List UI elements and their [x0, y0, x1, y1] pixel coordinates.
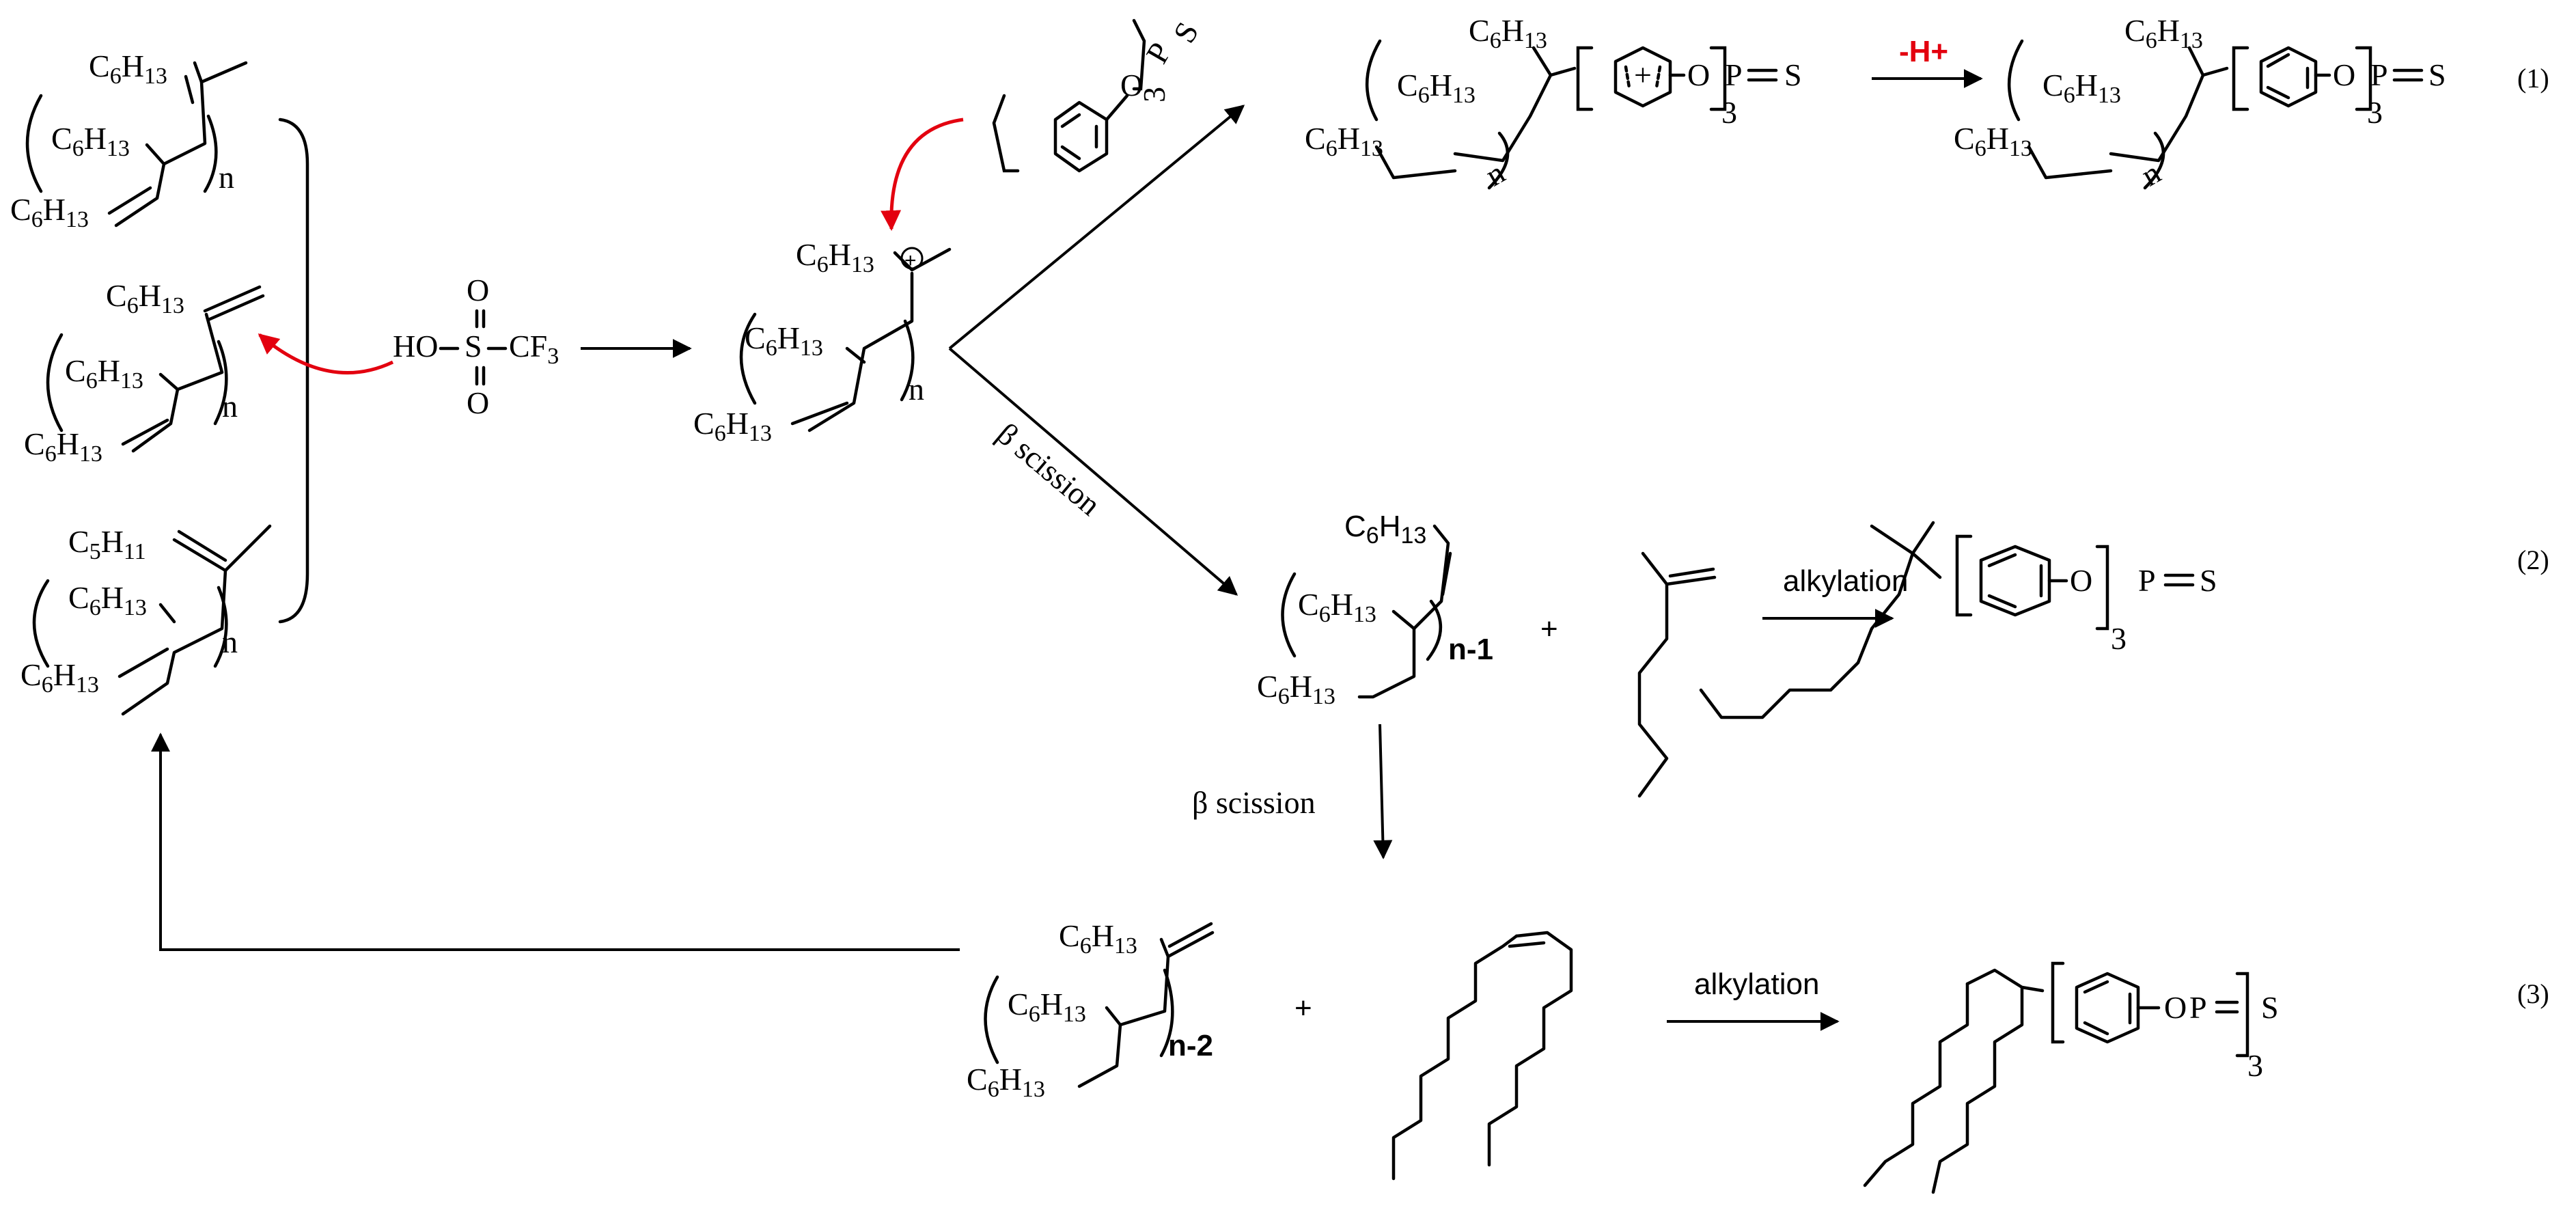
p-label: P — [1139, 36, 1178, 69]
o-label: O — [2333, 57, 2355, 92]
c6h13-label: C6H13 — [1954, 121, 2032, 161]
beta-scission-branch-arrow — [948, 347, 1238, 596]
o-label: O — [1687, 57, 1710, 92]
acid-o-label: O — [467, 273, 489, 307]
c6h13-label: C6H13 — [1257, 669, 1335, 709]
olefin-isomer-trisubstituted: C5H11 C6H13 n C6H13 — [20, 524, 272, 716]
alkylated-phosphorothioate-3: O 3 P S — [1863, 961, 2279, 1194]
c6h13-label: C6H13 — [51, 121, 130, 161]
repeat-n-label: n — [222, 624, 238, 659]
internal-hexadecene — [1391, 931, 1573, 1181]
c6h13-label: C6H13 — [1059, 918, 1137, 959]
s-label: S — [1784, 57, 1802, 92]
triphenyl-phosphorothioate: O 3 P S — [992, 16, 1205, 173]
alkylated-phosphorothioate-2: O 3 P S — [1699, 521, 2217, 719]
c6h13-label: C6H13 — [2042, 68, 2121, 108]
three-subscript: 3 — [2367, 95, 2383, 130]
olefin-n-minus-2: C6H13 C6H13 n-2 C6H13 — [967, 918, 1215, 1102]
benzene-ring-icon — [1979, 545, 2051, 617]
benzene-ring-icon — [2075, 972, 2140, 1044]
olefin-isomer-internal: C6H13 C6H13 n C6H13 — [10, 49, 248, 232]
c6h13-label: C6H13 — [2124, 13, 2203, 53]
alkylation-branch-arrow — [948, 105, 1245, 350]
olefin-n-minus-1: C6H13 C6H13 n-1 C6H13 — [1257, 510, 1493, 709]
alkylated-phosphorothioate-1: C6H13 C6H13 C6H13 n O P 3 S — [1954, 13, 2446, 193]
beta-scission-label-2: β scission — [1192, 785, 1316, 820]
benzene-ring-icon — [1053, 100, 1109, 173]
c6h13-label: C6H13 — [1298, 587, 1376, 627]
repeat-n-label: n — [909, 372, 924, 407]
c6h13-label: C6H13 — [1397, 68, 1476, 108]
c6h13-label: C6H13 — [1469, 13, 1547, 53]
o-label: O — [2070, 563, 2092, 598]
three-subscript: 3 — [1137, 87, 1172, 102]
olefin-isomer-terminal: C6H13 C6H13 n C6H13 — [24, 278, 265, 467]
c5h11-label: C5H11 — [68, 524, 146, 564]
carbocation-intermediate: C6H13 + C6H13 n C6H13 — [693, 237, 952, 446]
benzene-ring-icon — [1614, 46, 1672, 108]
p-label: P — [2370, 57, 2388, 92]
s-label: S — [2200, 563, 2217, 598]
p-label: P — [2138, 563, 2156, 598]
isomer-group-bracket — [278, 118, 309, 624]
acid-ho-label: HO — [393, 329, 438, 363]
repeat-n-label: n — [222, 389, 238, 424]
c6h13-label: C6H13 — [68, 580, 147, 620]
branched-octene — [1637, 551, 1717, 798]
equation-number-2: (2) — [2517, 545, 2549, 575]
c6h13-label: C6H13 — [796, 237, 874, 277]
repeat-n-label: n — [219, 160, 234, 195]
c6h13-label: C6H13 — [24, 426, 102, 467]
three-subscript: 3 — [2111, 621, 2127, 656]
deprotonation-label: -H+ — [1899, 35, 1948, 68]
benzene-ring-icon — [2259, 46, 2318, 108]
o-label: O — [2164, 990, 2187, 1025]
three-subscript: 3 — [1721, 95, 1737, 130]
repeat-n-minus-2-label: n-2 — [1168, 1029, 1213, 1062]
s-label: S — [2428, 57, 2446, 92]
equation-number-1: (1) — [2517, 63, 2549, 94]
equation-number-3: (3) — [2517, 978, 2549, 1009]
nucleophile-attack-arrow — [881, 118, 964, 231]
acid-cf3-label: CF3 — [509, 329, 559, 369]
acid-s-label: S — [465, 329, 482, 363]
acid-o-label: O — [467, 385, 489, 420]
c6h13-label: C6H13 — [1008, 987, 1086, 1027]
alkylation-label: alkylation — [1783, 564, 1908, 598]
repeat-n-minus-1-label: n-1 — [1448, 633, 1493, 666]
alkylation-label-2: alkylation — [1694, 967, 1819, 1001]
c6h13-label: C6H13 — [1344, 510, 1426, 549]
c6h13-label: C6H13 — [693, 406, 772, 446]
cation-plus-label: + — [904, 249, 917, 272]
sigma-complex-product: C6H13 C6H13 C6H13 n + O P 3 S — [1305, 13, 1802, 193]
second-beta-scission-arrow — [1373, 724, 1393, 860]
plus-charge-label: + — [1634, 57, 1652, 92]
plus-sign: + — [1540, 612, 1558, 646]
c6h13-label: C6H13 — [65, 353, 143, 394]
plus-sign: + — [1294, 991, 1312, 1025]
three-subscript: 3 — [2247, 1048, 2263, 1083]
s-label: S — [1166, 16, 1205, 49]
o-label: O — [1120, 68, 1143, 102]
c6h13-label: C6H13 — [745, 320, 823, 361]
c6h13-label: C6H13 — [20, 657, 99, 698]
recycle-arrow — [151, 732, 960, 951]
p-label: P — [1725, 57, 1743, 92]
p-label: P — [2189, 990, 2207, 1025]
s-label: S — [2261, 990, 2279, 1025]
c6h13-label: C6H13 — [10, 192, 89, 232]
protonation-arrow — [258, 333, 394, 375]
cation-charge-icon — [900, 247, 924, 270]
c6h13-label: C6H13 — [89, 49, 167, 89]
c6h13-label: C6H13 — [1305, 121, 1383, 161]
c6h13-label: C6H13 — [106, 278, 184, 318]
c6h13-label: C6H13 — [967, 1062, 1045, 1102]
triflic-acid: HO S O O CF3 — [393, 273, 559, 420]
